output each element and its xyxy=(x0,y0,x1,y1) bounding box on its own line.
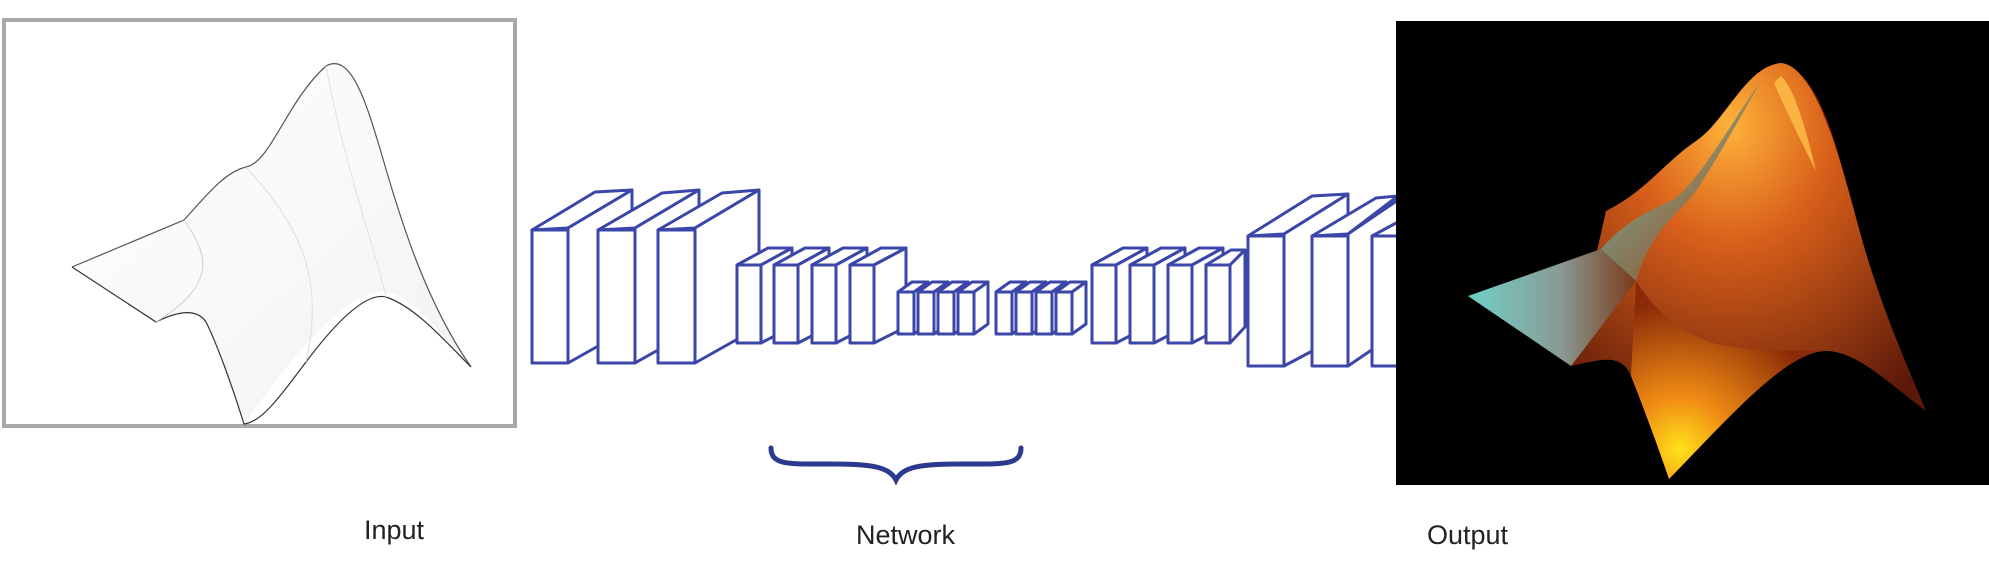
network-label: Network xyxy=(856,520,956,550)
bottleneck-left xyxy=(896,280,990,336)
input-panel xyxy=(2,18,517,428)
encoder-mid-3 xyxy=(810,246,869,345)
network-brace xyxy=(768,445,1024,486)
output-panel xyxy=(1396,21,1989,485)
output-label: Output xyxy=(1427,520,1509,550)
input-surface-outline xyxy=(71,63,472,425)
decoder-block-3 xyxy=(1370,220,1400,368)
bottleneck-right xyxy=(994,280,1088,336)
input-label: Input xyxy=(364,515,425,545)
decoder-mid-4 xyxy=(1204,248,1247,345)
output-surface xyxy=(1468,63,1926,479)
